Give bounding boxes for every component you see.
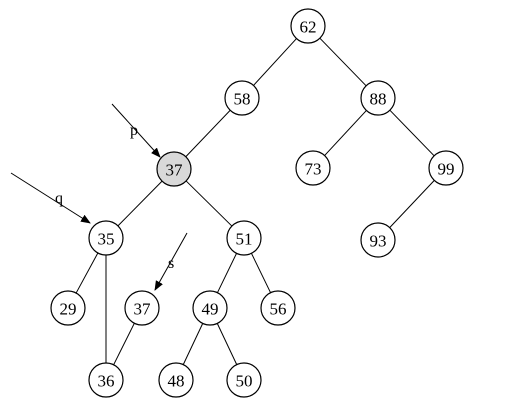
node-label: 49: [202, 300, 219, 319]
edge-n37-n35: [117, 180, 163, 227]
pointer-q: q: [10, 172, 91, 224]
tree-node-n35: 35: [88, 220, 124, 256]
node-circle: [360, 222, 396, 258]
edge-n49-n48: [182, 323, 204, 365]
tree-node-n29: 29: [50, 290, 86, 326]
tree-node-n51: 51: [226, 220, 262, 256]
tree-edges: [75, 37, 435, 366]
node-circle: [290, 8, 326, 44]
edge-n62-n58: [253, 38, 297, 86]
tree-node-n88: 88: [360, 80, 396, 116]
node-label: 56: [270, 300, 287, 319]
node-circle: [88, 362, 124, 398]
edge-n35-n29: [75, 252, 99, 294]
pointer-q-label: q: [55, 190, 63, 207]
pointer-s: s: [154, 232, 188, 291]
edge-n37-n51: [185, 180, 233, 227]
node-label: 62: [300, 18, 317, 37]
edge-n58-n37: [185, 109, 231, 158]
node-circle: [360, 80, 396, 116]
edge-n88-n99: [389, 109, 435, 157]
node-label: 35: [98, 230, 115, 249]
node-circle: [428, 150, 464, 186]
node-circle: [295, 150, 331, 186]
node-label: 36: [98, 372, 115, 391]
node-circle: [88, 220, 124, 256]
node-circle: [192, 290, 228, 326]
edge-n37b-n36: [113, 322, 135, 366]
tree-node-n73: 73: [295, 150, 331, 186]
node-circle: [226, 220, 262, 256]
pointer-p: p: [111, 103, 161, 158]
node-label: 50: [236, 372, 253, 391]
tree-node-n62: 62: [290, 8, 326, 44]
tree-node-n49: 49: [192, 290, 228, 326]
node-label: 48: [168, 372, 185, 391]
tree-nodes: 62 58 88 37 73 99 35 51 93 29 37 49 56 36 48 50: [50, 8, 464, 398]
node-label: 37: [134, 300, 152, 319]
edge-n51-n56: [250, 253, 272, 293]
edge-n51-n49: [216, 253, 238, 293]
node-label: 58: [234, 90, 251, 109]
edge-n62-n88: [319, 37, 367, 87]
node-label: 29: [60, 300, 77, 319]
node-label: 99: [438, 160, 455, 179]
pointer-q-arrow: [10, 172, 91, 224]
pointer-s-arrow: [154, 232, 188, 291]
pointer-s-label: s: [168, 255, 174, 272]
node-circle: [224, 80, 260, 116]
node-circle: [50, 290, 86, 326]
node-label: 88: [370, 90, 387, 109]
node-label: 37: [166, 161, 184, 180]
tree-node-n37b: 37: [124, 290, 160, 326]
node-circle: [260, 290, 296, 326]
tree-node-n37: 37: [156, 151, 192, 187]
tree-node-n50: 50: [226, 362, 262, 398]
tree-node-n36: 36: [88, 362, 124, 398]
pointer-arrows: p q s: [10, 103, 188, 291]
node-circle: [226, 362, 262, 398]
edge-n88-n73: [324, 110, 367, 156]
edge-n49-n50: [216, 323, 238, 365]
tree-node-n99: 99: [428, 150, 464, 186]
edge-n99-n93: [389, 180, 435, 228]
node-label: 73: [305, 160, 322, 179]
pointer-p-arrow: [111, 103, 161, 158]
node-circle: [156, 151, 192, 187]
tree-node-n93: 93: [360, 222, 396, 258]
tree-node-n48: 48: [158, 362, 194, 398]
node-label: 93: [370, 232, 387, 251]
tree-node-n56: 56: [260, 290, 296, 326]
pointer-p-label: p: [130, 122, 138, 139]
node-circle: [124, 290, 160, 326]
tree-node-n58: 58: [224, 80, 260, 116]
node-circle: [158, 362, 194, 398]
node-label: 51: [236, 230, 253, 249]
